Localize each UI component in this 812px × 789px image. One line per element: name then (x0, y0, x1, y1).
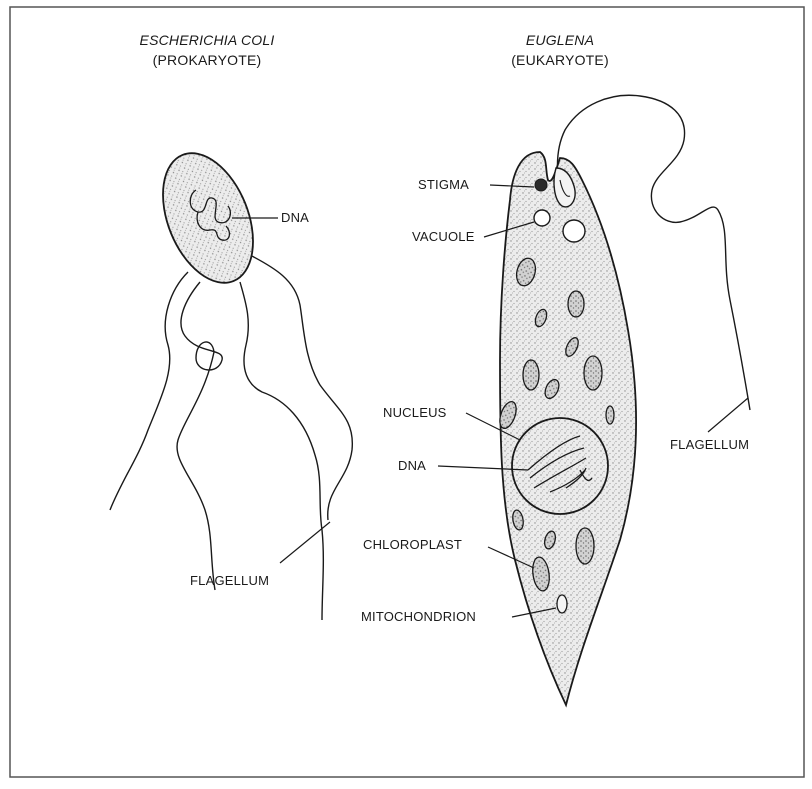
euglena-mitochondrion (557, 595, 567, 613)
ecoli-name: ESCHERICHIA COLI (112, 32, 302, 48)
ecoli-dna-label: DNA (281, 210, 309, 225)
ecoli-title: ESCHERICHIA COLI (PROKARYOTE) (112, 32, 302, 68)
euglena-stigma-label: STIGMA (418, 177, 469, 192)
ecoli-flagellum-label: FLAGELLUM (190, 573, 269, 588)
ecoli-flagellum-4 (250, 255, 352, 520)
ecoli-diagram (110, 140, 352, 620)
euglena-vacuole-label: VACUOLE (412, 229, 475, 244)
euglena-dna-label: DNA (398, 458, 426, 473)
euglena-name: EUGLENA (480, 32, 640, 48)
euglena-flagellum-label: FLAGELLUM (670, 437, 749, 452)
ecoli-flagellum-3 (240, 282, 323, 620)
euglena-title: EUGLENA (EUKARYOTE) (480, 32, 640, 68)
euglena-vacuole-2 (563, 220, 585, 242)
figure-frame (10, 7, 804, 777)
euglena-chloroplast-label: CHLOROPLAST (363, 537, 462, 552)
euglena-diagram (438, 95, 750, 705)
euglena-nucleus-label: NUCLEUS (383, 405, 447, 420)
euglena-kind: (EUKARYOTE) (480, 52, 640, 68)
ecoli-flagellum-1 (110, 272, 188, 510)
euglena-vacuole (534, 210, 550, 226)
euglena-nucleus (512, 418, 608, 514)
euglena-mitochondrion-label: MITOCHONDRION (361, 609, 476, 624)
euglena-flagellum-leader (708, 398, 748, 432)
ecoli-flagellum-2 (177, 282, 222, 590)
ecoli-kind: (PROKARYOTE) (112, 52, 302, 68)
euglena-stigma (535, 179, 547, 191)
